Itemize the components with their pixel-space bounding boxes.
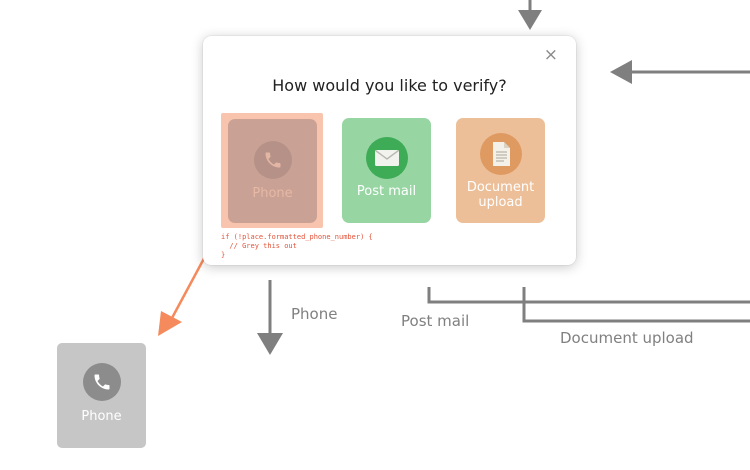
phone-icon <box>253 141 292 179</box>
verify-modal: × How would you like to verify? Phone Po… <box>203 36 576 265</box>
phone-option[interactable]: Phone <box>228 119 317 223</box>
document-upload-flow-line <box>522 287 750 323</box>
greyed-phone-card: Phone <box>57 343 146 448</box>
phone-icon <box>82 363 121 401</box>
phone-option-label: Phone <box>252 186 293 201</box>
post-mail-flow-line <box>427 287 750 304</box>
greyed-phone-card-label: Phone <box>81 409 122 424</box>
phone-flow-label: Phone <box>291 305 338 323</box>
document-upload-option-label: Document upload <box>466 180 535 210</box>
post-mail-flow-label: Post mail <box>401 312 470 330</box>
document-upload-flow-label: Document upload <box>560 329 694 347</box>
incoming-arrow-top <box>518 0 542 30</box>
post-mail-option[interactable]: Post mail <box>342 118 431 223</box>
document-upload-option[interactable]: Document upload <box>456 118 545 223</box>
incoming-arrow-right <box>610 60 750 84</box>
document-icon <box>479 133 522 175</box>
close-icon[interactable]: × <box>543 45 558 65</box>
envelope-icon <box>365 137 408 179</box>
post-mail-option-label: Post mail <box>356 184 417 199</box>
modal-title: How would you like to verify? <box>272 76 507 95</box>
code-annotation: if (!place.formatted_phone_number) { // … <box>221 233 373 259</box>
phone-flow-arrow <box>257 280 283 355</box>
